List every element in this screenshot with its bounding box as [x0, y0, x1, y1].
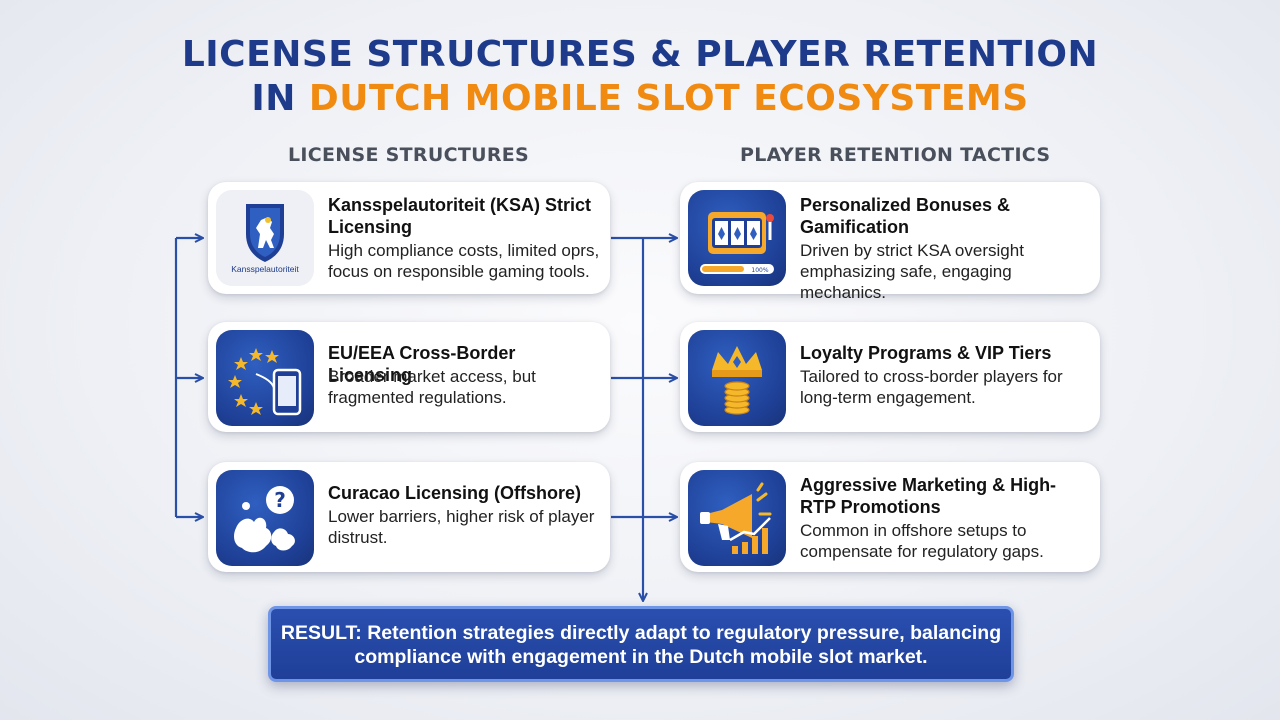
right-column-heading: PLAYER RETENTION TACTICS — [740, 144, 1051, 166]
subtitle-prefix: IN — [251, 78, 296, 119]
bonuses-tactic-card: 100% Personalized Bonuses & Gamification… — [680, 182, 1100, 302]
loyalty-tactic-card: Loyalty Programs & VIP Tiers Tailored to… — [680, 322, 1100, 432]
subtitle-highlight: DUTCH MOBILE SLOT ECOSYSTEMS — [308, 78, 1029, 119]
svg-text:?: ? — [274, 488, 286, 512]
eu-icon-box — [216, 330, 314, 426]
marketing-tactic-card: Aggressive Marketing & High-RTP Promotio… — [680, 462, 1100, 572]
megaphone-chart-icon — [700, 482, 772, 554]
eu-stars-phone-icon — [228, 348, 302, 416]
card-title: Kansspelautoriteit (KSA) Strict Licensin… — [328, 195, 592, 237]
card-title: Loyalty Programs & VIP Tiers — [800, 343, 1052, 363]
ksa-icon-caption: Kansspelautoriteit — [231, 264, 299, 274]
loyalty-icon-box — [688, 330, 786, 426]
card-title: EU/EEA Cross-Border Licensing — [328, 343, 516, 385]
card-title: Aggressive Marketing & High-RTP Promotio… — [800, 475, 1057, 517]
island-question-icon: ? — [234, 486, 295, 553]
left-column-heading: LICENSE STRUCTURES — [288, 144, 530, 166]
slot-machine-icon: 100% — [700, 212, 774, 274]
card-title: Personalized Bonuses & Gamification — [800, 195, 1011, 237]
curacao-icon-box: ? — [216, 470, 314, 566]
marketing-icon-box — [688, 470, 786, 566]
main-subtitle: IN DUTCH MOBILE SLOT ECOSYSTEMS — [0, 78, 1280, 119]
card-description: Tailored to cross-border players for lon… — [800, 367, 1063, 407]
card-description: High compliance costs, limited oprs, foc… — [328, 241, 600, 281]
card-title: Curacao Licensing (Offshore) — [328, 483, 582, 503]
crown-coins-icon — [712, 346, 762, 415]
lion-shield-icon — [246, 204, 284, 262]
progress-caption: 100% — [751, 267, 768, 274]
main-title: LICENSE STRUCTURES & PLAYER RETENTION — [181, 34, 1099, 75]
bonuses-icon-box: 100% — [688, 190, 786, 286]
curacao-license-card: ? Curacao Licensing (Offshore) Lower bar… — [208, 462, 610, 572]
ksa-license-card: Kansspelautoriteit Kansspelautoriteit (K… — [208, 182, 610, 294]
card-description: Broader market access, but fragmented re… — [328, 367, 536, 407]
result-banner: RESULT: Retention strategies directly ad… — [268, 606, 1014, 682]
card-description: Common in offshore setups to compensate … — [800, 521, 1044, 561]
eu-license-card: EU/EEA Cross-Border Licensing Broader ma… — [208, 322, 610, 432]
card-description: Lower barriers, higher risk of player di… — [328, 507, 595, 547]
card-description: Driven by strict KSA oversight emphasizi… — [800, 241, 1024, 302]
ksa-icon-box: Kansspelautoriteit — [216, 190, 314, 286]
